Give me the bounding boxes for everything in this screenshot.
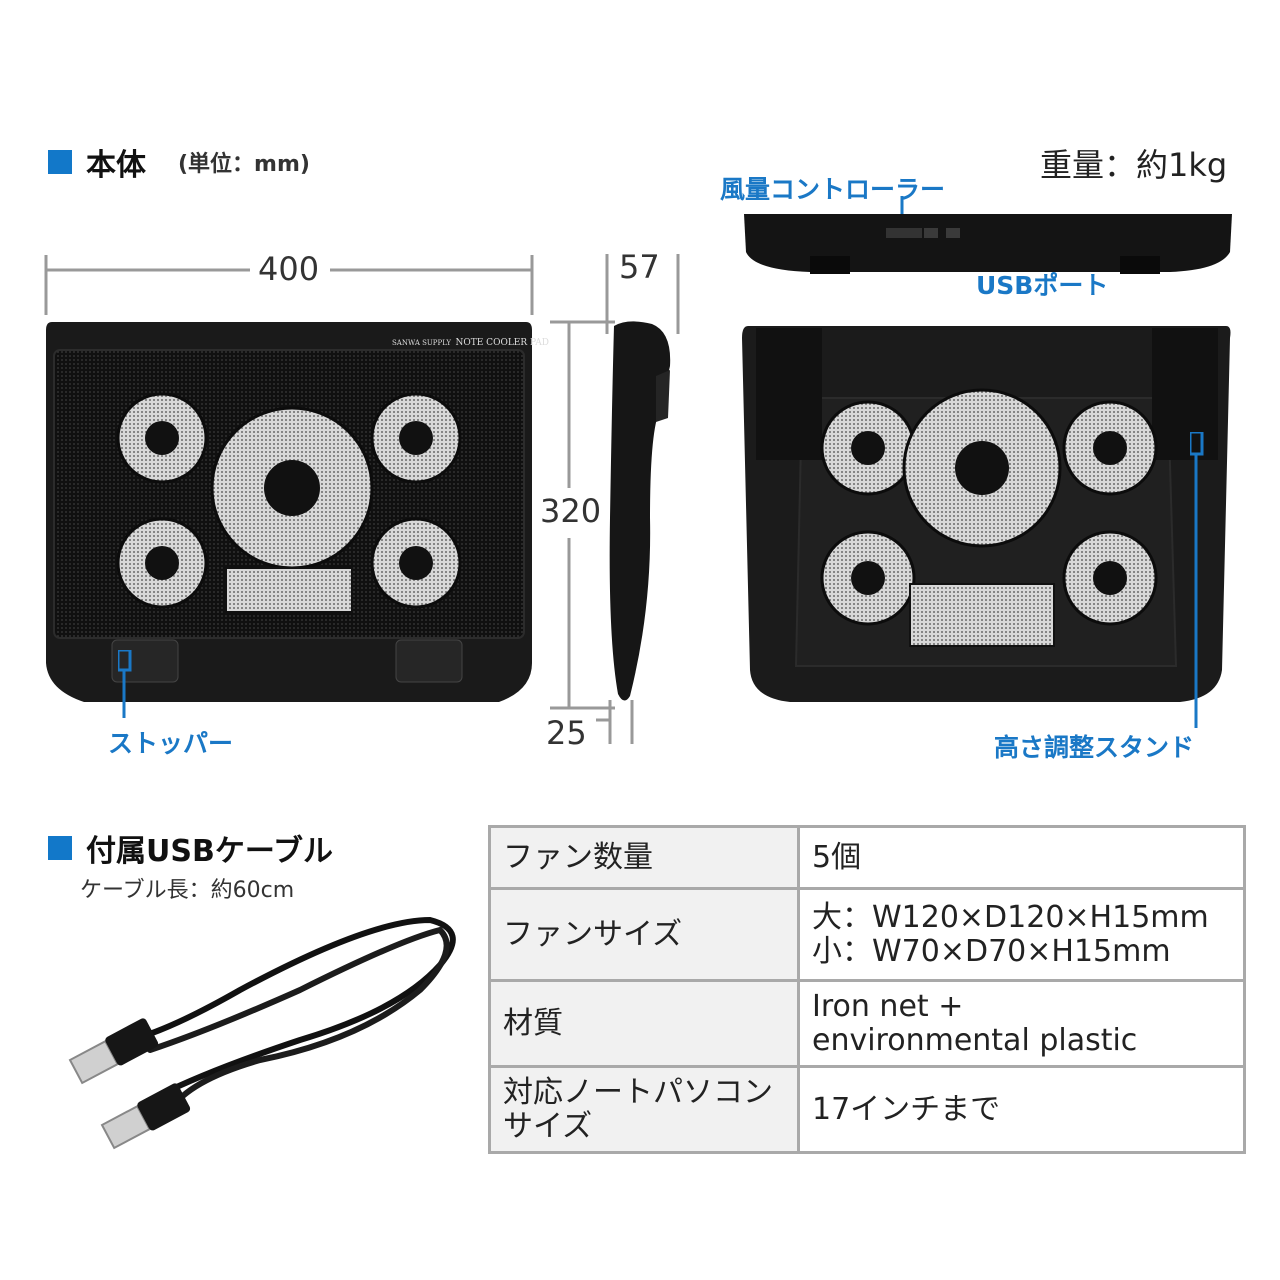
cable-section-title: 付属USBケーブル: [86, 834, 334, 869]
depth-dimension: 320: [540, 492, 602, 530]
spec-value-line2: 小：W70×D70×H15mm: [812, 933, 1171, 969]
spec-value-line1: 大：W120×D120×H15mm: [812, 899, 1209, 935]
spec-row: 材質 Iron net + environmental plastic: [488, 979, 1246, 1068]
section-marker-icon: [48, 836, 72, 860]
fan-controller-callout: 風量コントローラー: [720, 175, 946, 204]
stand-callout: 高さ調整スタンド: [994, 733, 1195, 762]
spec-key: ファン数量: [488, 825, 800, 890]
body-section-title: 本体: [86, 148, 146, 183]
product-logo: SANWA SUPPLY NOTE COOLER PAD: [392, 338, 549, 348]
product-brand: SANWA SUPPLY: [392, 339, 452, 347]
section-marker-icon: [48, 150, 72, 174]
spec-value: 17インチまで: [797, 1065, 1246, 1154]
spec-row: 対応ノートパソコン サイズ 17インチまで: [488, 1065, 1246, 1154]
weight-label: 重量：約1kg: [1040, 146, 1228, 184]
cable-length: ケーブル長：約60cm: [80, 878, 295, 903]
spec-value: Iron net + environmental plastic: [797, 979, 1246, 1068]
spec-value: 5個: [797, 825, 1246, 890]
spec-table: ファン数量 5個 ファンサイズ 大：W120×D120×H15mm 小：W70×…: [488, 825, 1246, 1154]
cooler-bottom-view: [742, 326, 1231, 702]
spec-value: 大：W120×D120×H15mm 小：W70×D70×H15mm: [797, 887, 1246, 982]
depth-dimension-line: [550, 320, 615, 710]
spec-key: 材質: [488, 979, 800, 1068]
width-dimension-line: [44, 255, 534, 315]
unit-label: (単位：mm): [178, 152, 310, 177]
spec-key-line2: サイズ: [503, 1108, 593, 1144]
stopper-callout-line: [118, 650, 132, 718]
spec-value-line2: environmental plastic: [812, 1022, 1138, 1058]
body-section-header: 本体 (単位：mm): [48, 140, 310, 184]
spec-key: 対応ノートパソコン サイズ: [488, 1065, 800, 1154]
spec-key-line1: 対応ノートパソコン: [503, 1074, 773, 1110]
stopper-callout: ストッパー: [108, 729, 234, 758]
front-height-line: [596, 700, 634, 744]
product-model: NOTE COOLER PAD: [455, 338, 549, 348]
cable-section-header: 付属USBケーブル: [48, 826, 333, 870]
stand-callout-line: [1190, 432, 1204, 728]
width-dimension: 400: [258, 250, 320, 288]
usb-port-callout: USBポート: [976, 271, 1109, 300]
height-dimension-line: [605, 254, 680, 334]
cooler-top-view: [46, 322, 532, 702]
front-height-dimension: 25: [546, 714, 587, 752]
spec-row: ファンサイズ 大：W120×D120×H15mm 小：W70×D70×H15mm: [488, 887, 1246, 982]
cooler-side-view: [609, 321, 671, 701]
cooler-rear-view: [744, 214, 1232, 274]
height-dimension: 57: [619, 248, 660, 286]
spec-row: ファン数量 5個: [488, 825, 1246, 890]
usb-cable-image: [68, 916, 456, 1150]
spec-value-line1: Iron net +: [812, 988, 964, 1024]
spec-key: ファンサイズ: [488, 887, 800, 982]
